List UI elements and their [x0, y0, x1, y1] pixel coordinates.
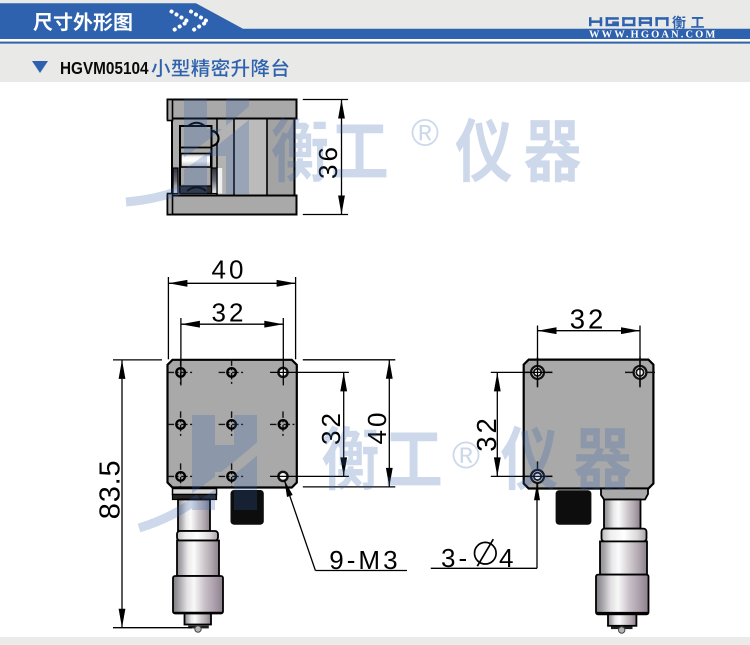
svg-text:9-M3: 9-M3 [329, 545, 400, 575]
svg-text:®: ® [411, 113, 439, 155]
svg-text:40: 40 [362, 410, 392, 445]
svg-text:32: 32 [570, 304, 607, 335]
svg-text:36: 36 [313, 144, 343, 179]
svg-text:40: 40 [212, 255, 247, 285]
svg-text:4: 4 [499, 543, 516, 573]
svg-text:HGVM05104: HGVM05104 [60, 58, 149, 78]
svg-text:®: ® [452, 435, 480, 477]
svg-text:32: 32 [212, 298, 247, 328]
svg-text:83.5: 83.5 [95, 460, 127, 520]
svg-text:32: 32 [471, 415, 502, 452]
svg-text:WWW.HGOAN.COM: WWW.HGOAN.COM [589, 29, 717, 40]
svg-text:32: 32 [316, 410, 346, 445]
